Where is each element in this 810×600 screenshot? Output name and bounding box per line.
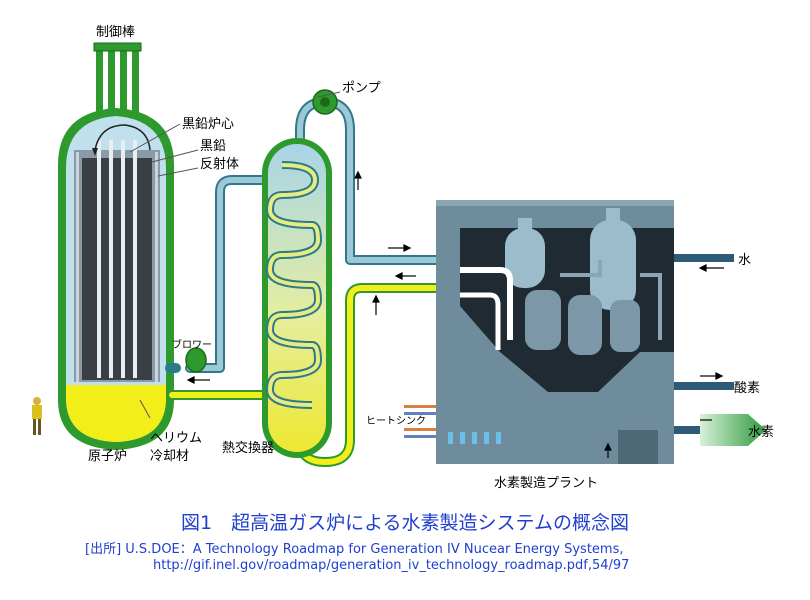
heat-exchanger: [262, 138, 332, 458]
label-graphite: 黒鉛: [200, 139, 226, 154]
source-line-1: [出所] U.S.DOE：A Technology Roadmap for Ge…: [85, 542, 624, 557]
label-helium: ヘリウム: [150, 431, 202, 446]
pump-icon: [312, 89, 338, 115]
control-rods: [93, 42, 142, 116]
reactor-vessel: [58, 108, 174, 450]
label-heat-sink: ヒートシンク: [366, 415, 426, 427]
label-pump: ポンプ: [342, 81, 381, 96]
label-oxygen: 酸素: [734, 381, 760, 396]
blower-icon: [185, 347, 207, 373]
label-hydrogen: 水素: [748, 425, 774, 440]
label-heat-exchanger: 熱交換器: [222, 440, 274, 456]
label-reflector: 反射体: [200, 156, 239, 172]
person-icon: [32, 397, 42, 435]
source-citation: [出所] U.S.DOE：A Technology Roadmap for Ge…: [85, 542, 785, 574]
flow-arrows: [186, 170, 724, 458]
figure-caption: 図1 超高温ガス炉による水素製造システムの概念図: [181, 512, 629, 534]
label-core: 黒鉛炉心: [182, 117, 234, 132]
label-control-rods: 制御棒: [96, 25, 135, 40]
label-plant: 水素製造プラント: [494, 476, 598, 491]
hydrogen-plant: [436, 200, 674, 464]
hot-piping: [167, 283, 441, 467]
leader-lines: [129, 91, 341, 419]
plant-io-pipes: [404, 254, 766, 446]
label-reactor: 原子炉: [88, 449, 127, 464]
label-water: 水: [738, 253, 751, 268]
source-url[interactable]: http://gif.inel.gov/roadmap/generation_i…: [153, 558, 630, 573]
label-coolant: 冷却材: [150, 449, 189, 464]
label-blower: ブロワー: [172, 338, 212, 351]
